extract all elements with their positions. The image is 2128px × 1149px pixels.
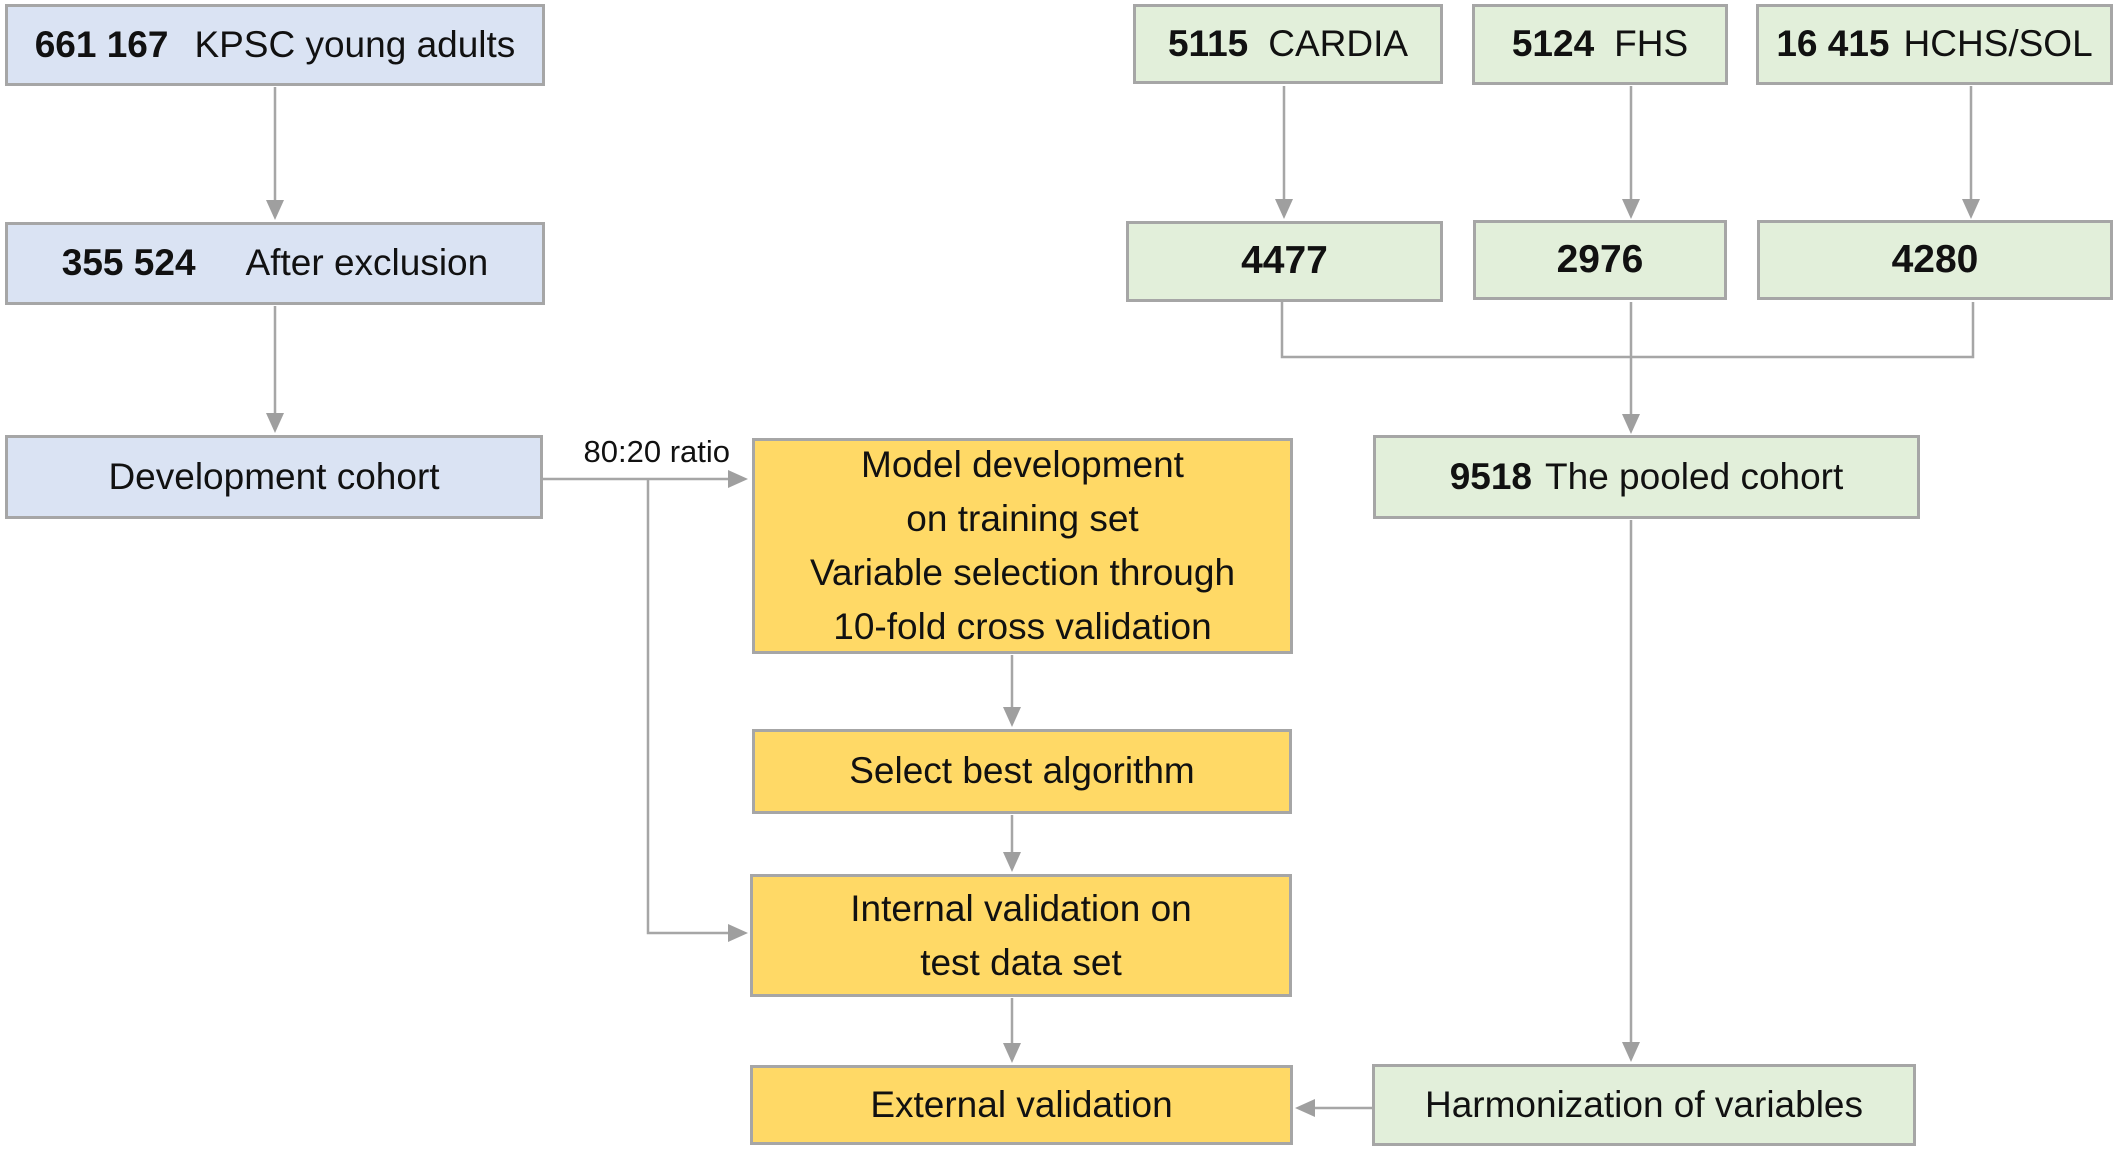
elbow-join-pooled [1280,302,1975,359]
node-internal-validation: Internal validation on test data set [750,874,1292,997]
node-harmonization-label: Harmonization of variables [1424,1083,1864,1125]
node-external-validation-label: External validation [870,1083,1173,1125]
node-cardia-label: CARDIA [1268,22,1409,64]
split-ratio-label: 80:20 ratio [583,434,731,469]
node-pooled-cohort-label: The pooled cohort [1545,455,1844,497]
node-model-development-line-1: on training set [906,498,1139,539]
node-hchs-sol-count: 16 415 [1776,23,1890,65]
node-cardia-included: 4477 [1126,221,1443,302]
arrow-branch-to-internal [646,479,748,942]
node-select-algorithm-label: Select best algorithm [849,750,1195,792]
node-kpsc-count: 661 167 [34,23,169,65]
node-development-cohort-label: Development cohort [108,455,440,497]
node-hchs-sol: 16 415 HCHS/SOL [1756,4,2113,85]
node-internal-validation-line-1: test data set [920,941,1122,983]
node-fhs-label: FHS [1614,23,1689,65]
node-fhs: 5124 FHS [1472,4,1728,85]
node-kpsc: 661 167 KPSC young adults [5,4,545,86]
node-model-development-line-0: Model development [861,444,1184,485]
node-development-cohort: Development cohort [5,435,543,519]
node-model-development-line-2: Variable selection through [809,552,1236,593]
node-internal-validation-line-0: Internal validation on [850,887,1192,929]
node-external-validation: External validation [750,1065,1293,1145]
node-pooled-cohort: 9518 The pooled cohort [1373,435,1920,519]
node-cardia-included-count: 4477 [1241,239,1328,283]
node-after-exclusion-count: 355 524 [61,242,196,284]
node-after-exclusion-label: After exclusion [245,242,489,284]
node-cardia-count: 5115 [1167,22,1249,64]
node-harmonization: Harmonization of variables [1372,1064,1916,1146]
node-cardia: 5115 CARDIA [1133,4,1443,84]
node-hchs-sol-label: HCHS/SOL [1903,23,2093,65]
node-model-development-line-3: 10-fold cross validation [833,606,1212,647]
node-pooled-cohort-count: 9518 [1449,455,1533,497]
node-fhs-included: 2976 [1473,220,1727,300]
node-fhs-included-count: 2976 [1556,237,1644,281]
node-hchs-included-count: 4280 [1891,237,1979,281]
node-hchs-included: 4280 [1757,220,2113,300]
node-select-algorithm: Select best algorithm [752,729,1292,814]
node-kpsc-label: KPSC young adults [194,23,516,65]
node-fhs-count: 5124 [1511,23,1595,65]
node-after-exclusion: 355 524 After exclusion [5,222,545,305]
